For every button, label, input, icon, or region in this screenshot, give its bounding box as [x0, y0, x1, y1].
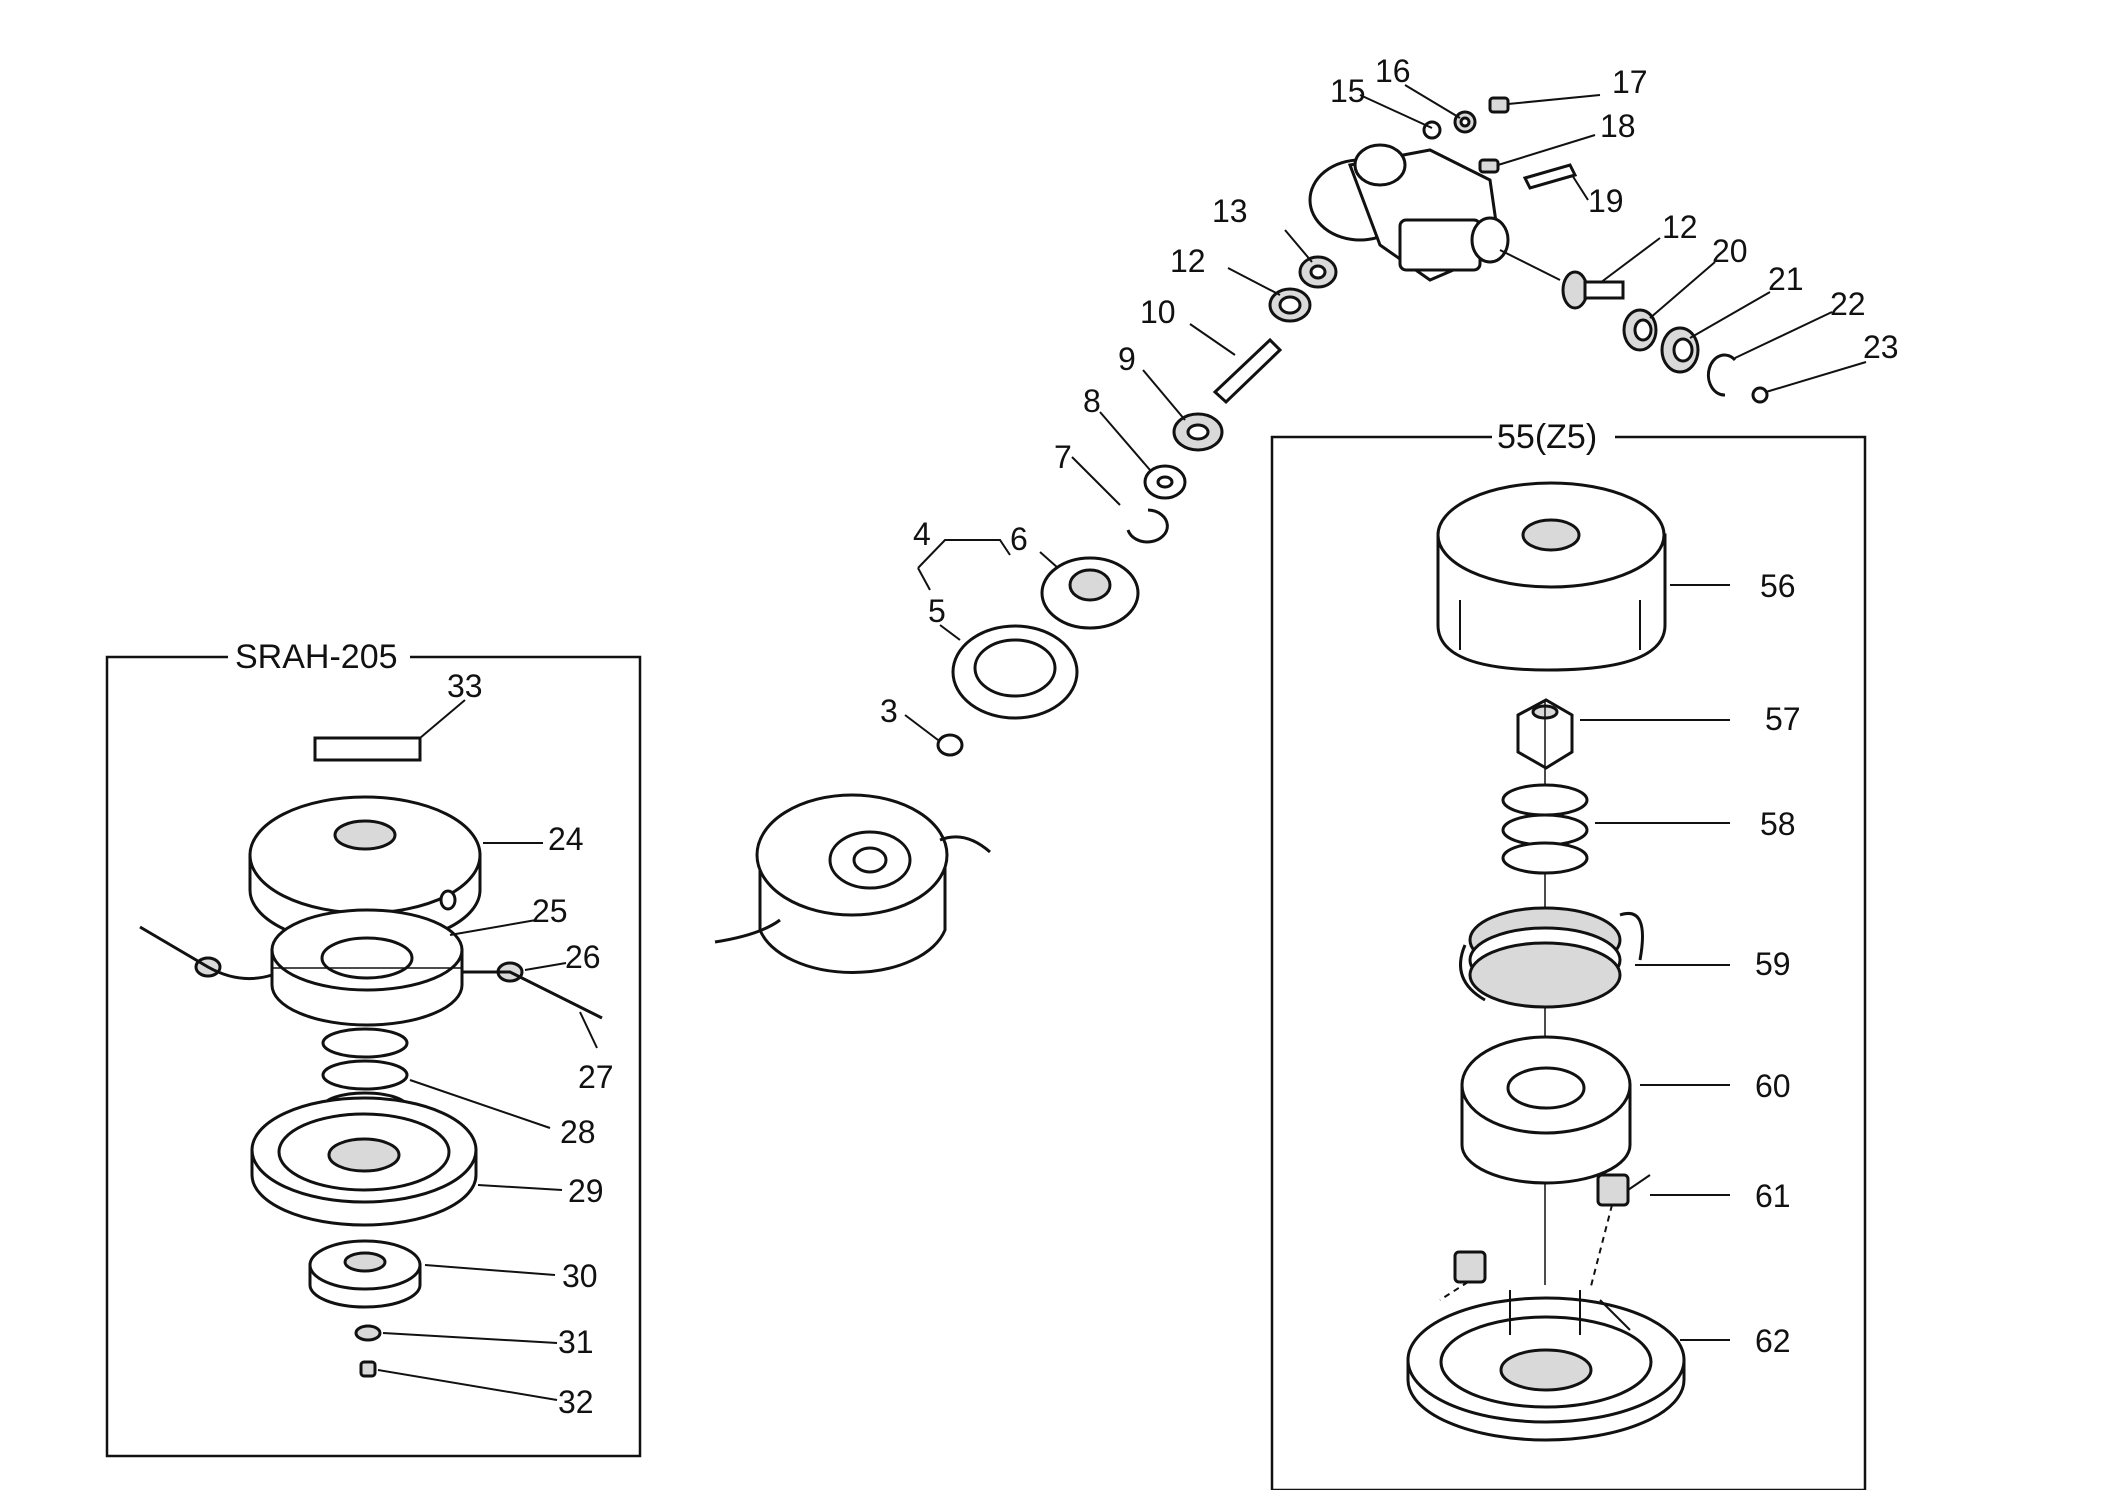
label-25: 25 [532, 893, 568, 929]
label-15: 15 [1330, 73, 1366, 109]
label-17: 17 [1612, 64, 1648, 100]
part-7-circlip [1126, 508, 1169, 544]
z5-box: 55(Z5) [1270, 418, 1867, 1492]
part-30-knob [308, 1239, 422, 1309]
part-61-clip [1596, 1173, 1630, 1207]
label-9: 9 [1118, 341, 1136, 377]
part-9-bearing [1172, 412, 1224, 452]
part-21-bearing [1660, 326, 1700, 374]
part-62-housing [1406, 1290, 1686, 1442]
label-60: 60 [1755, 1068, 1791, 1104]
part-18-screw [1478, 158, 1500, 174]
part-33-label-plate [313, 736, 422, 762]
part-8-washer [1143, 464, 1187, 500]
trimmer-head-assembled [714, 793, 991, 974]
label-13: 13 [1212, 193, 1248, 229]
srah-205-box: SRAH-205 [105, 638, 642, 1458]
part-19-bolt [1522, 163, 1578, 190]
part-32-screw [359, 1360, 377, 1378]
label-12-left: 12 [1170, 243, 1206, 279]
label-7: 7 [1054, 439, 1072, 475]
part-17-nut [1488, 96, 1510, 114]
label-4: 4 [913, 516, 931, 552]
part-6-holder [1040, 556, 1140, 630]
label-8: 8 [1083, 383, 1101, 419]
label-61: 61 [1755, 1178, 1791, 1214]
label-28: 28 [560, 1114, 596, 1150]
leader-lines [377, 84, 1867, 1401]
label-31: 31 [558, 1324, 594, 1360]
label-32: 32 [558, 1384, 594, 1420]
label-24: 24 [548, 821, 584, 857]
label-56: 56 [1760, 568, 1796, 604]
label-59: 59 [1755, 946, 1791, 982]
label-21: 21 [1768, 261, 1804, 297]
part-29-base [250, 1096, 478, 1227]
part-5-cover [951, 624, 1079, 720]
label-16: 16 [1375, 53, 1411, 89]
part-20-bearing [1622, 308, 1658, 352]
label-62: 62 [1755, 1323, 1791, 1359]
label-33: 33 [447, 668, 483, 704]
label-22: 22 [1830, 286, 1866, 322]
label-27: 27 [578, 1059, 614, 1095]
srah-205-title: SRAH-205 [235, 638, 398, 676]
label-20: 20 [1712, 233, 1748, 269]
part-13-bearing [1298, 255, 1338, 289]
part-25-spool [270, 908, 464, 1027]
label-30: 30 [562, 1258, 598, 1294]
label-5: 5 [928, 593, 946, 629]
label-12-right: 12 [1662, 209, 1698, 245]
part-23-ring [1751, 386, 1769, 404]
part-12-pinion-right [1561, 270, 1625, 310]
label-18: 18 [1600, 108, 1636, 144]
label-58: 58 [1760, 806, 1796, 842]
label-3: 3 [880, 693, 898, 729]
part-3-washer [936, 733, 964, 757]
part-58-spring [1501, 783, 1589, 875]
label-10: 10 [1140, 294, 1176, 330]
label-57: 57 [1765, 701, 1801, 737]
part-59-spool [1459, 906, 1644, 1009]
part-12-gear-left [1268, 287, 1312, 323]
part-31-nut [354, 1324, 382, 1342]
part-10-shaft [1212, 337, 1283, 405]
part-56-cover [1436, 481, 1667, 672]
label-19: 19 [1588, 183, 1624, 219]
label-26: 26 [565, 939, 601, 975]
gear-case-housing [1308, 143, 1561, 282]
part-labels: 15 16 17 18 19 12 20 21 22 23 13 12 10 9… [447, 53, 1899, 1420]
z5-title: 55(Z5) [1497, 418, 1597, 456]
label-6: 6 [1010, 521, 1028, 557]
gear-case-assembly [936, 96, 1769, 757]
label-29: 29 [568, 1173, 604, 1209]
part-61-clip-installed [1453, 1250, 1487, 1284]
label-23: 23 [1863, 329, 1899, 365]
part-27-line-left [139, 925, 273, 981]
part-60-inner-base [1460, 1035, 1632, 1185]
part-27-line-right [462, 970, 603, 1020]
part-22-snap-ring [1706, 353, 1737, 397]
